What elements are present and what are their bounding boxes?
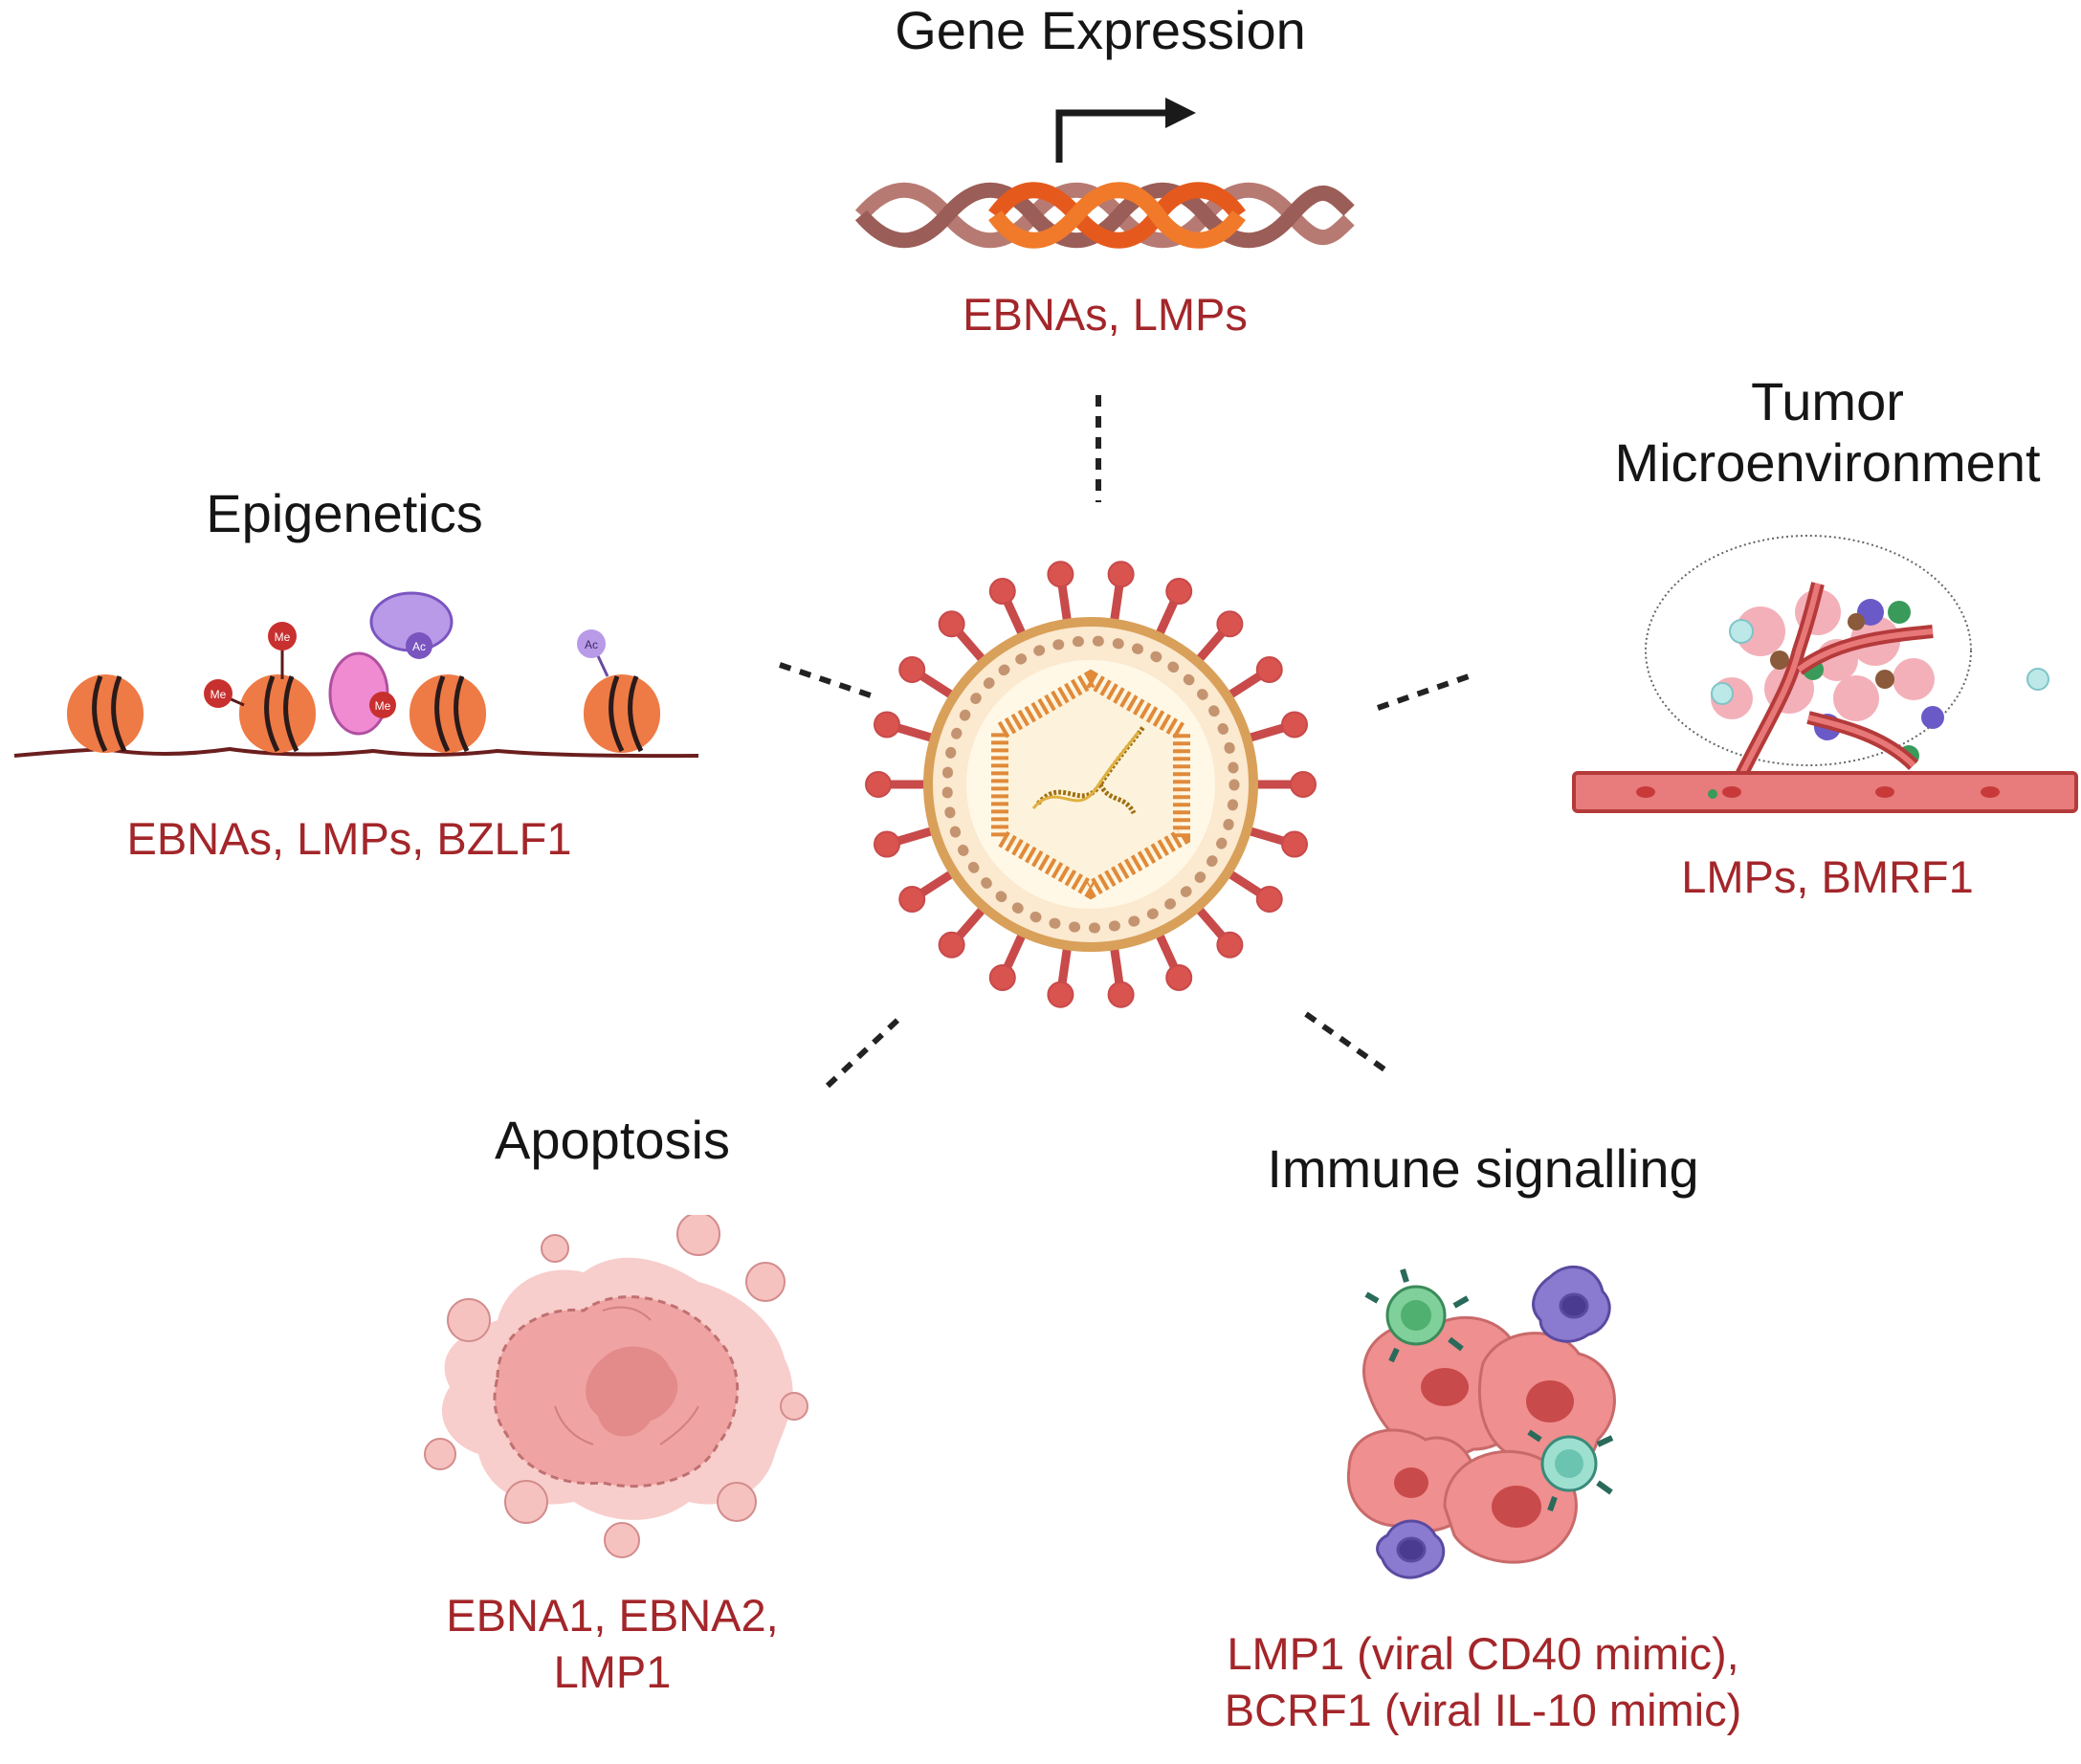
methyl-mark-label: Me <box>210 688 227 701</box>
virus-spike-head <box>1047 561 1074 588</box>
methyl-mark-label: Me <box>375 699 391 713</box>
tumor-microenvironment-title: Tumor Microenvironment <box>1550 371 2081 495</box>
macrophage-purple-1 <box>1532 1265 1611 1343</box>
virus-spike-head <box>1165 578 1193 606</box>
virus-spike-head <box>1165 963 1193 991</box>
virus-spike-head <box>873 830 900 858</box>
virus-spike-head <box>938 610 965 638</box>
virus-spike-head <box>1281 711 1309 739</box>
apoptosis-title: Apoptosis <box>495 1110 730 1170</box>
immune-signalling-genes-line1: LMP1 (viral CD40 mimic), <box>1227 1628 1739 1679</box>
nucleosome-1 <box>67 674 144 753</box>
apoptosis-genes-line1: EBNA1, EBNA2, <box>446 1590 779 1641</box>
virus-spike-head <box>988 578 1016 606</box>
epigenetics-title: Epigenetics <box>206 483 483 543</box>
epigenetics-genes: EBNAs, LMPs, BZLF1 <box>126 813 572 864</box>
immune-cells-icon <box>1346 1265 1616 1579</box>
nucleosome-4 <box>584 674 660 753</box>
virus-spike-head <box>898 886 926 914</box>
virus-spike-head <box>1255 655 1283 683</box>
connector-right <box>1377 673 1470 711</box>
t-cell-green-1 <box>1364 1268 1470 1363</box>
virus-spike-head <box>988 963 1016 991</box>
nucleosome-3 <box>410 674 486 753</box>
virus-spike-head <box>1290 771 1317 798</box>
tumor-microenvironment-title-line1: Tumor <box>1751 371 1904 431</box>
connector-bottom-left <box>825 1011 907 1089</box>
dna-transcription-icon <box>854 98 1355 249</box>
virus-spike-head <box>1216 931 1244 959</box>
connector-bottom-right <box>1304 1011 1389 1074</box>
immune-signalling-title: Immune signalling <box>1267 1138 1699 1199</box>
virus-icon <box>865 561 1317 1008</box>
virus-spike-head <box>873 711 900 739</box>
tumor-microenvironment-genes: LMPs, BMRF1 <box>1681 851 1974 902</box>
gene-expression-title: Gene Expression <box>895 0 1306 60</box>
immune-signalling-genes-line2: BCRF1 (viral IL-10 mimic) <box>1224 1684 1742 1735</box>
acetyl-mark-label: Ac <box>585 638 598 651</box>
nucleosome-icon: Me Me Me Ac Ac <box>13 591 699 759</box>
apoptosis-genes: EBNA1, EBNA2, LMP1 <box>383 1588 842 1701</box>
virus-spike-head <box>1107 981 1135 1008</box>
acetyl-mark-label: Ac <box>412 640 426 653</box>
virus-spike-head <box>865 771 892 798</box>
apoptotic-cell-icon <box>424 1215 808 1558</box>
t-cell-green-2 <box>1527 1429 1614 1512</box>
connector-left <box>779 662 874 699</box>
virus-spike-head <box>1047 981 1074 1008</box>
virus-spike-head <box>898 655 926 683</box>
virus-spike-head <box>938 931 965 959</box>
gene-expression-genes: EBNAs, LMPs <box>963 289 1248 340</box>
virus-spike-head <box>1216 610 1244 638</box>
immune-signalling-genes: LMP1 (viral CD40 mimic), BCRF1 (viral IL… <box>1129 1626 1837 1739</box>
tumor-vessel-icon <box>1572 535 2078 813</box>
macrophage-purple-2 <box>1376 1519 1446 1579</box>
nucleosome-2 <box>239 674 316 753</box>
methyl-mark-label: Me <box>275 630 291 644</box>
virus-spike-head <box>1255 886 1283 914</box>
virus-spike-head <box>1107 561 1135 588</box>
tumor-microenvironment-title-line2: Microenvironment <box>1614 432 2041 494</box>
virus-spike-head <box>1281 830 1309 858</box>
apoptosis-genes-line2: LMP1 <box>553 1645 672 1697</box>
